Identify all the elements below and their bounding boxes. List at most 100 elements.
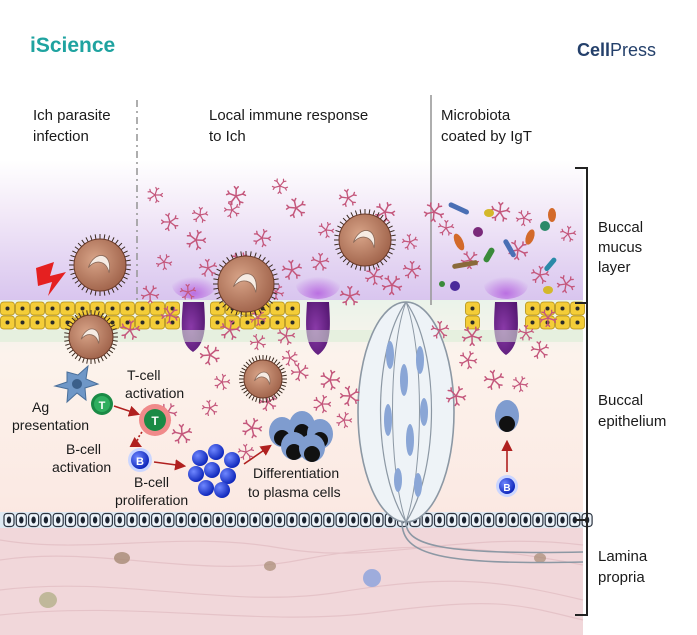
igt-molecule	[338, 188, 357, 207]
epithelial-cell-nucleus	[95, 306, 100, 311]
basal-cell-nucleus	[498, 516, 504, 524]
igt-molecule	[310, 252, 330, 271]
column-title-immune-line1: Local immune response	[209, 107, 368, 124]
epithelial-cell-nucleus	[170, 320, 175, 325]
column-title-immune-line2: to Ich	[209, 128, 246, 145]
basal-cell-nucleus	[425, 516, 430, 524]
igt-molecule	[160, 306, 179, 325]
publisher-logo: CellPress	[577, 40, 656, 60]
layer-label-lamina-line1: Lamina	[598, 548, 648, 565]
basal-cell-nucleus	[302, 516, 307, 524]
taste-bud	[357, 301, 584, 564]
epithelial-cell-nucleus	[275, 306, 280, 311]
igt-molecule	[538, 309, 558, 328]
label-bact-line2: activation	[52, 459, 111, 475]
basal-cell-nucleus	[351, 516, 356, 524]
epithelial-cell-nucleus	[575, 320, 580, 325]
epithelial-cell-nucleus	[20, 306, 25, 311]
basal-cell-nucleus	[56, 516, 61, 524]
igt-molecule	[461, 326, 483, 347]
igt-molecule	[199, 344, 220, 366]
basal-cell-nucleus	[289, 516, 295, 524]
arrow-b-proliferation	[153, 459, 187, 471]
lamina-propria-layer	[0, 518, 583, 635]
epithelial-cell-nucleus	[35, 320, 40, 325]
basal-cell-nucleus	[486, 516, 491, 524]
single-b-cell: B	[496, 475, 518, 497]
goblet-secretion	[296, 271, 340, 299]
publisher-logo-bold: Cell	[577, 40, 610, 60]
ich-parasite	[64, 310, 118, 364]
igt-molecule	[313, 394, 332, 414]
layer-label-lamina-line2: propria	[598, 569, 645, 586]
igt-molecule	[512, 376, 529, 393]
igt-molecule	[155, 254, 173, 271]
b-cell-activated: B	[128, 448, 152, 472]
column-title-infection-line2: infection	[33, 128, 89, 145]
basal-cell-nucleus	[449, 516, 454, 524]
label-tcell-line2: activation	[125, 385, 184, 401]
goblet-secretion	[484, 271, 528, 299]
arrow-t-activation	[113, 405, 141, 417]
antigen-presenting-cell	[53, 364, 100, 404]
basal-cell-nucleus	[314, 516, 319, 524]
basal-cell-nucleus	[191, 516, 196, 524]
journal-logo: iScience	[30, 34, 115, 57]
ich-parasite	[69, 234, 131, 296]
t-cell-activated: T	[139, 404, 171, 436]
label-ag-line1: Ag	[32, 399, 49, 415]
label-ag-line2: presentation	[12, 417, 89, 433]
epithelial-cell-nucleus	[140, 320, 145, 325]
ich-parasite	[239, 355, 287, 403]
epithelial-cell-nucleus	[290, 320, 295, 325]
epithelial-cell-nucleus	[215, 306, 220, 311]
igt-molecule	[281, 259, 302, 280]
basal-cell-nucleus	[92, 516, 98, 524]
label-diff-line1: Differentiation	[253, 465, 339, 481]
igt-molecule	[339, 385, 360, 407]
igt-molecule	[531, 265, 550, 284]
b-cell-cluster	[188, 444, 240, 498]
igt-molecule	[147, 186, 164, 204]
layer-label-mucus-line3: layer	[598, 259, 631, 276]
igt-molecule	[459, 351, 478, 370]
b-cell-letter: B	[136, 456, 144, 468]
epithelial-cell-nucleus	[35, 306, 40, 311]
igt-molecule	[336, 411, 353, 429]
publisher-logo-regular: Press	[610, 40, 656, 60]
igt-molecule	[179, 283, 197, 300]
igt-molecule	[225, 185, 247, 206]
igt-molecule	[140, 285, 160, 304]
igt-molecule	[171, 423, 193, 444]
basal-cell-nucleus	[474, 516, 479, 524]
ich-parasites	[64, 209, 396, 403]
epithelial-cell-nucleus	[125, 306, 130, 311]
igt-molecule	[318, 221, 335, 239]
igt-molecule	[423, 202, 445, 223]
basal-cell-nucleus	[535, 516, 541, 524]
igt-molecule	[249, 333, 266, 351]
igt-molecule	[401, 233, 418, 250]
igt-molecule	[556, 275, 575, 294]
basal-cell-nucleus	[572, 516, 577, 524]
igt-molecule	[430, 320, 450, 339]
basal-cell-nucleus	[265, 516, 270, 524]
epithelial-cell-nucleus	[470, 306, 475, 311]
basal-cell-nucleus	[277, 516, 282, 524]
igt-molecule	[201, 399, 218, 417]
basal-cell-nucleus	[19, 516, 24, 524]
basal-cell-nucleus	[240, 516, 245, 524]
t-cell-activated-letter: T	[151, 414, 159, 428]
lamina-cells	[39, 552, 546, 608]
igt-antibodies	[120, 178, 577, 460]
epithelial-cell-nucleus	[65, 306, 70, 311]
igt-molecule	[446, 386, 467, 407]
epithelial-cell-nucleus	[140, 306, 145, 311]
epithelial-cell-nucleus	[575, 306, 580, 311]
basal-cell-nucleus	[215, 516, 221, 524]
basement-membrane	[0, 512, 593, 528]
basal-cell-nucleus	[338, 516, 344, 524]
igt-molecule	[160, 212, 179, 232]
basal-cell-nucleus	[117, 516, 122, 524]
